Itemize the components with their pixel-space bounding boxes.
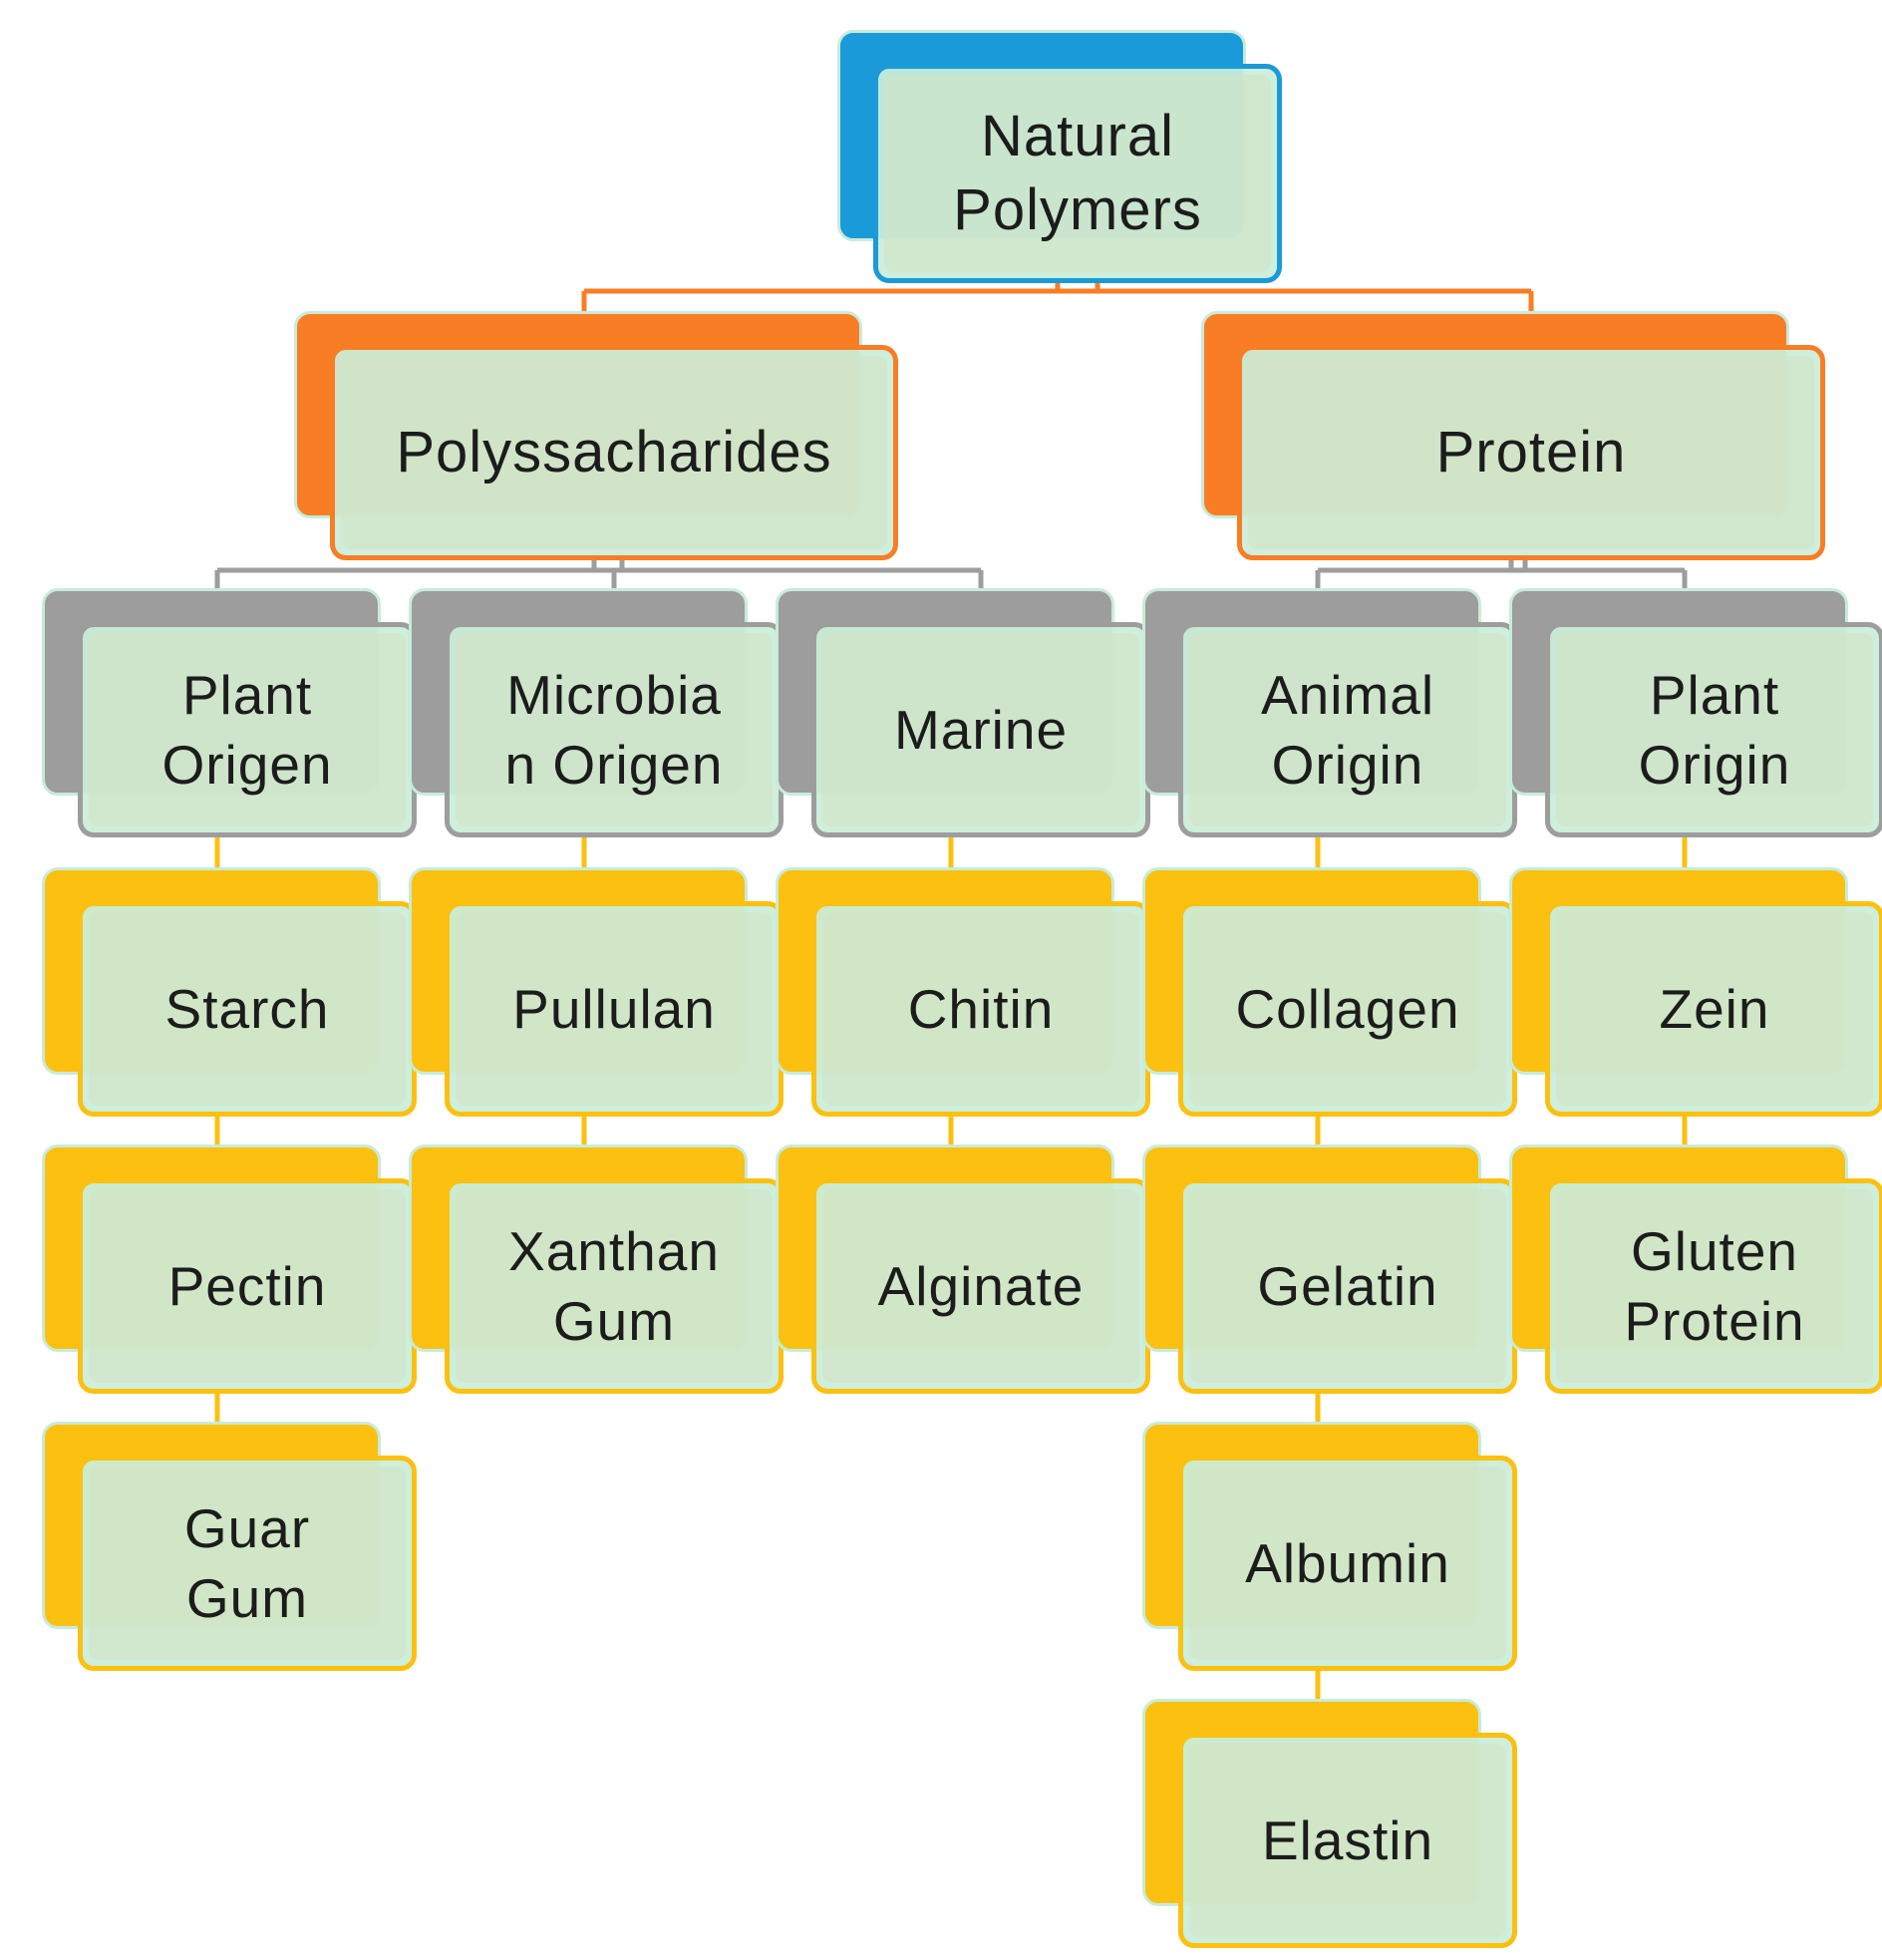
node-label: Gelatin [1257, 1254, 1438, 1317]
node-label: Collagen [1235, 977, 1460, 1040]
node-label: Chitin [907, 977, 1055, 1040]
node-label: Starch [164, 977, 330, 1040]
node-label: Plant Origin [1638, 663, 1791, 796]
node-gluten-protein: Gluten Protein [1509, 1144, 1882, 1406]
node-marine: Marine [776, 588, 1150, 849]
node-box: Gelatin [1178, 1178, 1517, 1394]
node-pullulan: Pullulan [409, 867, 784, 1129]
node-collagen: Collagen [1142, 867, 1517, 1129]
node-box: Plant Origen [78, 622, 417, 837]
node-box: Microbia n Origen [445, 622, 784, 837]
node-box: Animal Origin [1178, 622, 1517, 837]
node-label: Plant Origen [161, 663, 333, 796]
node-box: Starch [78, 901, 417, 1117]
node-label: Xanthan Gum [508, 1219, 720, 1352]
node-microbian-origen: Microbia n Origen [409, 588, 784, 849]
node-box: Polyssacharides [330, 345, 898, 560]
node-chitin: Chitin [776, 867, 1150, 1129]
node-label: Gluten Protein [1624, 1219, 1805, 1352]
node-label: Pullulan [512, 977, 716, 1040]
node-label: Guar Gum [183, 1496, 311, 1629]
node-box: Gluten Protein [1545, 1178, 1882, 1394]
node-xanthan-gum: Xanthan Gum [409, 1144, 784, 1406]
node-label: Polyssacharides [396, 419, 832, 485]
node-label: Elastin [1261, 1808, 1434, 1871]
node-guar-gum: Guar Gum [42, 1422, 417, 1683]
node-polyssacharides: Polyssacharides [294, 311, 898, 572]
node-label: Microbia n Origen [504, 663, 724, 796]
node-pectin: Pectin [42, 1144, 417, 1406]
node-alginate: Alginate [776, 1144, 1150, 1406]
node-zein: Zein [1509, 867, 1882, 1129]
node-starch: Starch [42, 867, 417, 1129]
node-natural-polymers: Natural Polymers [837, 30, 1282, 295]
node-label: Protein [1435, 419, 1627, 485]
node-label: Pectin [167, 1254, 327, 1317]
node-box: Natural Polymers [873, 64, 1282, 283]
node-box: Alginate [811, 1178, 1150, 1394]
node-label: Alginate [877, 1254, 1085, 1317]
node-protein: Protein [1201, 311, 1825, 572]
node-box: Zein [1545, 901, 1882, 1117]
node-box: Albumin [1178, 1456, 1517, 1671]
node-box: Marine [811, 622, 1150, 837]
node-plant-origin: Plant Origin [1509, 588, 1882, 849]
node-plant-origen: Plant Origen [42, 588, 417, 849]
node-label: Albumin [1245, 1531, 1450, 1594]
node-label: Natural Polymers [953, 103, 1202, 242]
node-box: Protein [1237, 345, 1825, 560]
node-box: Chitin [811, 901, 1150, 1117]
node-elastin: Elastin [1142, 1699, 1517, 1960]
node-box: Pullulan [445, 901, 784, 1117]
node-label: Zein [1659, 977, 1770, 1040]
node-animal-origin: Animal Origin [1142, 588, 1517, 849]
node-box: Xanthan Gum [445, 1178, 784, 1394]
node-gelatin: Gelatin [1142, 1144, 1517, 1406]
node-box: Plant Origin [1545, 622, 1882, 837]
node-box: Pectin [78, 1178, 417, 1394]
node-albumin: Albumin [1142, 1422, 1517, 1683]
node-label: Marine [893, 698, 1069, 761]
node-label: Animal Origin [1260, 663, 1435, 796]
node-box: Elastin [1178, 1733, 1517, 1948]
node-box: Guar Gum [78, 1456, 417, 1671]
node-box: Collagen [1178, 901, 1517, 1117]
